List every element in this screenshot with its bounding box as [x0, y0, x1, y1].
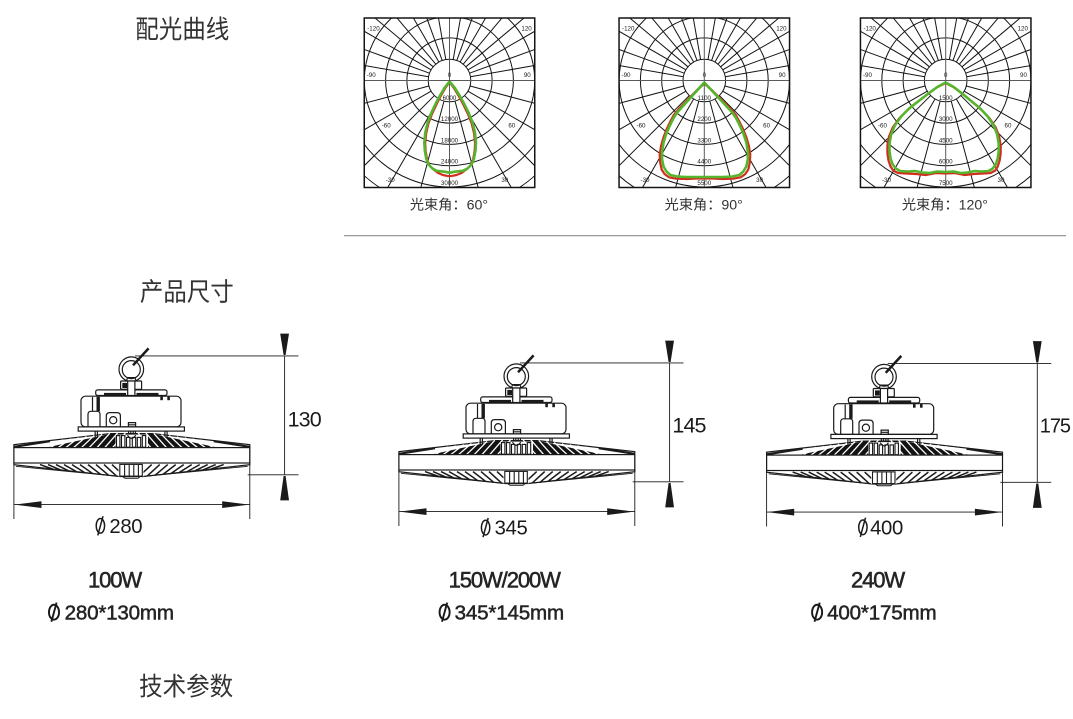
svg-text:-30: -30	[641, 177, 651, 184]
svg-text:-90: -90	[863, 72, 873, 79]
svg-text:3300: 3300	[697, 137, 711, 144]
svg-text:3000: 3000	[939, 116, 953, 123]
svg-text:60: 60	[763, 122, 770, 129]
svg-text:24000: 24000	[441, 159, 459, 166]
svg-text:-120: -120	[863, 26, 876, 33]
svg-text:90: 90	[779, 72, 786, 79]
svg-text:120: 120	[1018, 26, 1029, 33]
svg-text:30000: 30000	[441, 180, 459, 187]
svg-text:145: 145	[672, 414, 706, 438]
svg-text:0: 0	[944, 72, 948, 79]
svg-text:12000: 12000	[441, 116, 459, 123]
svg-text:175: 175	[1040, 415, 1071, 437]
svg-text:120: 120	[776, 26, 787, 33]
svg-text:18000: 18000	[441, 137, 459, 144]
svg-text:30: 30	[998, 177, 1005, 184]
svg-text:-120: -120	[367, 26, 380, 33]
svg-text:90: 90	[524, 72, 531, 79]
svg-text:1100: 1100	[698, 95, 712, 102]
svg-text:-90: -90	[622, 72, 632, 79]
svg-text:1500: 1500	[939, 95, 953, 102]
svg-text:4400: 4400	[697, 159, 711, 166]
svg-text:30: 30	[756, 177, 763, 184]
svg-text:120: 120	[521, 26, 532, 33]
svg-text:90°: 90°	[721, 198, 742, 214]
svg-text:400: 400	[870, 517, 903, 539]
svg-text:130: 130	[288, 408, 322, 432]
svg-text:60: 60	[1005, 122, 1012, 129]
svg-text:280*130mm: 280*130mm	[65, 602, 174, 625]
svg-text:100W: 100W	[88, 568, 142, 593]
svg-text:-30: -30	[882, 177, 892, 184]
svg-text:280: 280	[109, 516, 142, 538]
svg-text:-30: -30	[386, 177, 396, 184]
svg-text:0: 0	[703, 72, 707, 79]
svg-text:4500: 4500	[939, 137, 953, 144]
svg-text:345*145mm: 345*145mm	[455, 602, 564, 625]
svg-text:6000: 6000	[443, 95, 457, 102]
svg-text:345: 345	[495, 518, 528, 540]
svg-text:400*175mm: 400*175mm	[827, 602, 936, 625]
svg-text:2200: 2200	[697, 116, 711, 123]
svg-text:90: 90	[1020, 72, 1027, 79]
svg-text:240W: 240W	[851, 568, 905, 593]
svg-text:-90: -90	[367, 72, 377, 79]
svg-text:6000: 6000	[939, 159, 953, 166]
svg-text:5500: 5500	[697, 180, 711, 187]
svg-text:-60: -60	[382, 122, 392, 129]
svg-text:30: 30	[501, 177, 508, 184]
svg-text:60°: 60°	[467, 198, 488, 214]
svg-text:-60: -60	[637, 122, 647, 129]
svg-text:120°: 120°	[959, 198, 988, 214]
svg-text:60: 60	[508, 122, 515, 129]
svg-text:150W/200W: 150W/200W	[449, 568, 561, 593]
svg-text:7500: 7500	[939, 180, 953, 187]
svg-text:0: 0	[448, 72, 452, 79]
svg-text:-60: -60	[878, 122, 888, 129]
svg-text:-120: -120	[622, 26, 635, 33]
